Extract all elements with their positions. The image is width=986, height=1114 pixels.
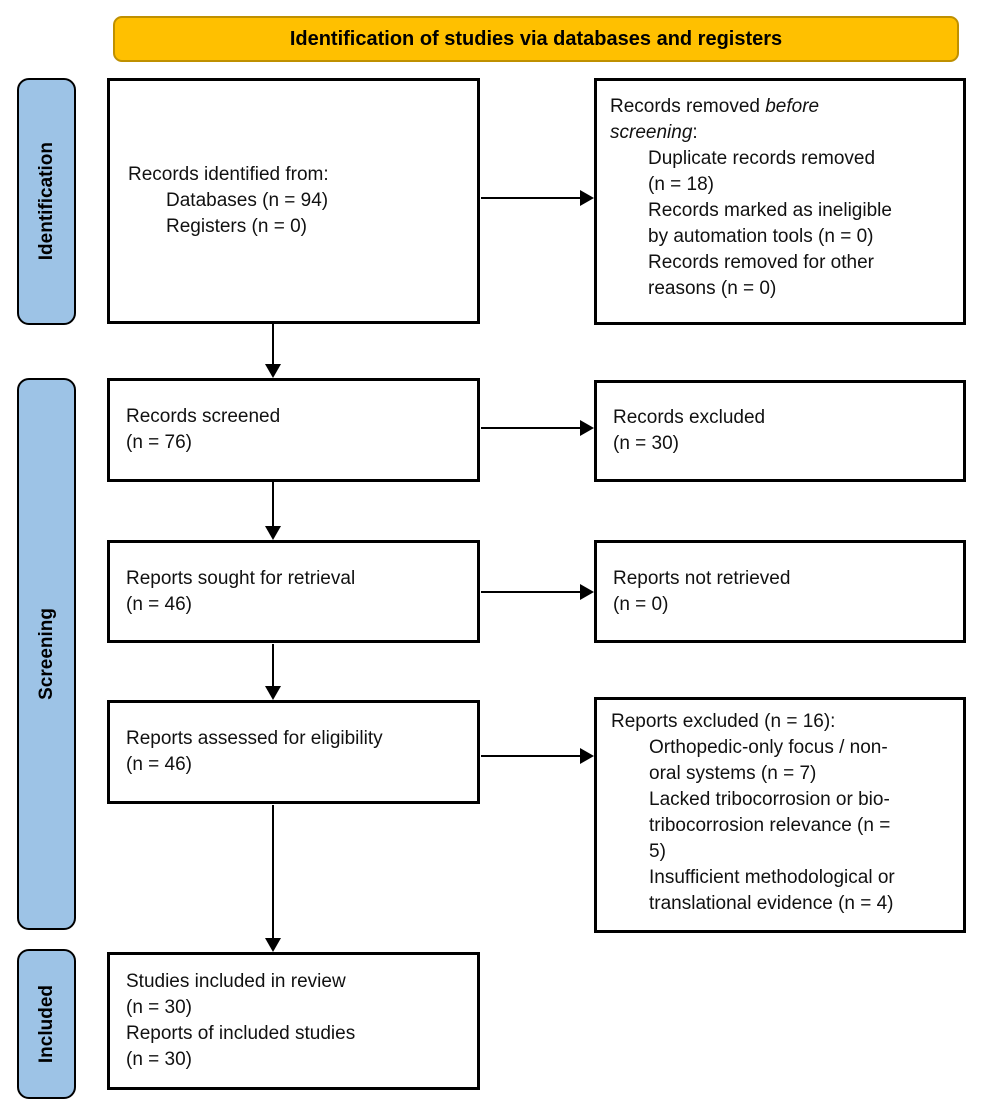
box-records-screened: Records screened (n = 76) <box>107 378 480 482</box>
reports-excluded-item-line: tribocorrosion relevance (n = <box>649 815 891 836</box>
stage-bar-identification: Identification <box>17 78 76 325</box>
arrow-sought-to-notretrieved-head-icon <box>580 584 594 600</box>
records-identified-heading: Records identified from: <box>128 164 329 185</box>
reports-excluded-item-line: translational evidence (n = 4) <box>649 893 894 914</box>
records-removed-item-line: by automation tools (n = 0) <box>648 226 874 247</box>
records-removed-item-line: Duplicate records removed <box>648 148 876 169</box>
reports-assessed-line: Reports assessed for eligibility <box>126 728 383 749</box>
stage-bar-screening: Screening <box>17 378 76 930</box>
reports-sought-count: (n = 46) <box>126 593 193 615</box>
box-reports-excluded: Reports excluded (n = 16): Orthopedic-on… <box>594 697 966 933</box>
studies-included-line: Studies included in review <box>126 971 346 992</box>
arrow-assessed-to-included-line <box>272 805 274 939</box>
records-removed-heading-normal: Records removed <box>610 96 766 117</box>
reports-assessed-count: (n = 46) <box>126 754 193 775</box>
records-screened-count: (n = 76) <box>126 432 193 453</box>
reports-excluded-item-line: Orthopedic-only focus / non- <box>649 737 888 758</box>
box-reports-assessed: Reports assessed for eligibility (n = 46… <box>107 700 480 804</box>
arrow-assessed-to-included-head-icon <box>265 938 281 952</box>
stage-bar-included: Included <box>17 949 76 1099</box>
arrow-screened-to-excluded-line <box>481 427 581 429</box>
arrow-assessed-to-excluded-line <box>481 755 581 757</box>
box-reports-sought: Reports sought for retrieval (n = 46) <box>107 540 480 643</box>
arrow-screened-to-excluded-head-icon <box>580 420 594 436</box>
reports-not-retrieved-count: (n = 0) <box>613 593 669 615</box>
records-screened-line: Records screened <box>126 406 281 427</box>
box-records-removed: Records removed before screening: Duplic… <box>594 78 966 325</box>
reports-included-count: (n = 30) <box>126 1049 193 1070</box>
arrow-identified-to-screened-line <box>272 324 274 365</box>
arrow-assessed-to-excluded-head-icon <box>580 748 594 764</box>
records-removed-heading-line1: Records removed before <box>610 94 953 120</box>
stage-label-identification: Identification <box>35 142 57 261</box>
arrow-screened-to-sought-line <box>272 482 274 527</box>
records-removed-item-line: Records marked as ineligible <box>648 200 892 221</box>
reports-sought-line: Reports sought for retrieval <box>126 567 356 589</box>
box-studies-included: Studies included in review (n = 30) Repo… <box>107 952 480 1090</box>
records-removed-heading-italic2: screening <box>610 122 693 143</box>
arrow-sought-to-notretrieved-line <box>481 591 581 593</box>
arrow-identified-to-screened-head-icon <box>265 364 281 378</box>
arrow-identified-to-removed-head-icon <box>580 190 594 206</box>
records-removed-item-line: reasons (n = 0) <box>648 278 777 299</box>
banner-title: Identification of studies via databases … <box>113 16 959 62</box>
reports-excluded-item-line: 5) <box>649 841 666 862</box>
records-excluded-line: Records excluded <box>613 407 766 428</box>
arrow-sought-to-assessed-line <box>272 644 274 687</box>
reports-included-line: Reports of included studies <box>126 1023 356 1044</box>
stage-label-included: Included <box>35 984 57 1064</box>
arrow-sought-to-assessed-head-icon <box>265 686 281 700</box>
reports-not-retrieved-line: Reports not retrieved <box>613 567 791 589</box>
banner-title-label: Identification of studies via databases … <box>289 27 783 50</box>
box-reports-not-retrieved: Reports not retrieved (n = 0) <box>594 540 966 643</box>
reports-excluded-item-line: oral systems (n = 7) <box>649 763 817 784</box>
records-removed-heading-suffix: : <box>692 122 698 143</box>
records-removed-item-line: (n = 18) <box>648 174 715 195</box>
records-identified-databases: Databases (n = 94) <box>166 190 329 211</box>
arrow-identified-to-removed-line <box>481 197 581 199</box>
studies-included-count: (n = 30) <box>126 997 193 1018</box>
records-removed-heading-line2: screening: <box>610 120 953 146</box>
box-records-identified: Records identified from: Databases (n = … <box>107 78 480 324</box>
box-records-excluded: Records excluded (n = 30) <box>594 380 966 482</box>
records-removed-item-line: Records removed for other <box>648 252 874 273</box>
records-identified-registers: Registers (n = 0) <box>166 216 307 237</box>
stage-label-screening: Screening <box>35 608 57 700</box>
reports-excluded-heading: Reports excluded (n = 16): <box>611 711 836 732</box>
arrow-screened-to-sought-head-icon <box>265 526 281 540</box>
records-removed-heading-italic1: before <box>765 96 820 117</box>
records-excluded-count: (n = 30) <box>613 433 680 454</box>
reports-excluded-item-line: Insufficient methodological or <box>649 867 895 888</box>
reports-excluded-item-line: Lacked tribocorrosion or bio- <box>649 789 890 810</box>
